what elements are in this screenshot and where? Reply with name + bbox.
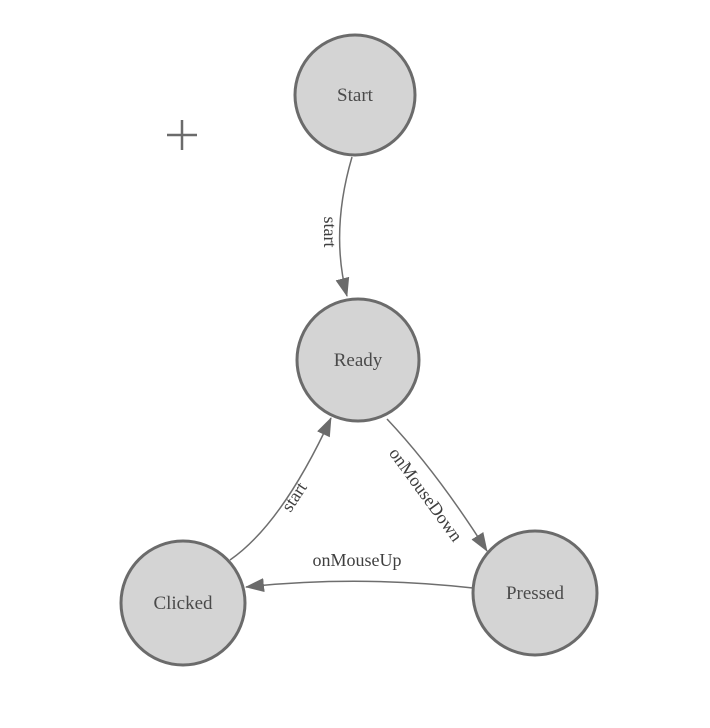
state-node-ready[interactable]: Ready bbox=[295, 297, 421, 423]
transition-ready-to-pressed[interactable]: onMouseDown bbox=[385, 418, 488, 552]
transition-label: start bbox=[277, 478, 311, 515]
transition-pressed-to-clicked[interactable]: onMouseUp bbox=[245, 550, 474, 593]
transition-label: onMouseDown bbox=[385, 444, 466, 546]
state-label: Ready bbox=[334, 350, 383, 371]
state-label: Clicked bbox=[153, 593, 213, 614]
transition-clicked-to-ready[interactable]: start bbox=[229, 417, 332, 561]
crosshair-plus-icon bbox=[167, 120, 197, 150]
state-label: Start bbox=[337, 85, 374, 106]
state-node-start[interactable]: Start bbox=[293, 33, 417, 157]
transition-start-to-ready[interactable]: start bbox=[320, 156, 353, 297]
transition-label: onMouseUp bbox=[313, 550, 402, 570]
state-node-clicked[interactable]: Clicked bbox=[119, 539, 247, 667]
state-node-pressed[interactable]: Pressed bbox=[471, 529, 599, 657]
transition-label: start bbox=[320, 217, 340, 248]
state-label: Pressed bbox=[506, 583, 565, 604]
